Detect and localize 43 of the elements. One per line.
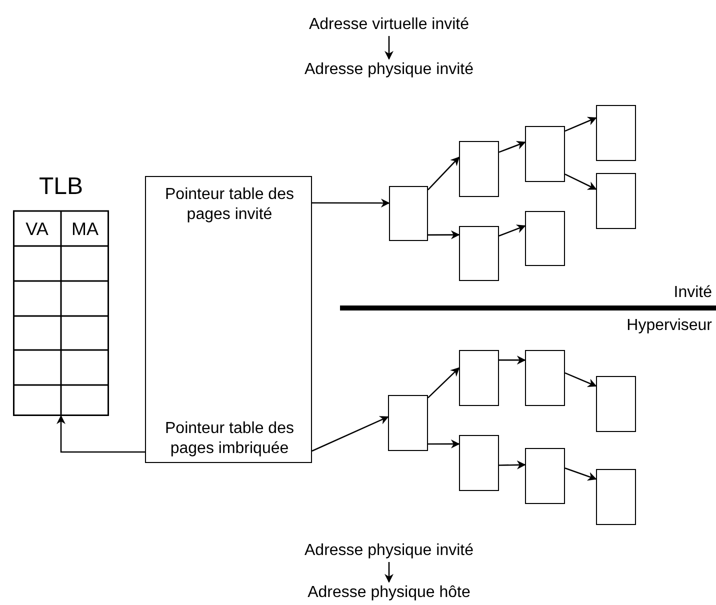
arrow <box>564 468 597 481</box>
page-table-box <box>459 141 499 197</box>
page-table-box <box>459 350 499 406</box>
arrow <box>428 367 460 398</box>
pointer-panel <box>145 176 312 463</box>
arrow <box>564 174 597 190</box>
arrow <box>498 224 526 236</box>
region-label: Invité <box>674 283 712 303</box>
column-header: MA <box>70 218 100 241</box>
page-table-box <box>459 226 499 281</box>
page-table-box <box>596 105 636 161</box>
region-label: Hyperviseur <box>626 316 712 336</box>
arrow <box>384 562 394 583</box>
arrow <box>498 140 526 153</box>
address-label: Adresse physique invité <box>304 60 474 80</box>
arrow <box>312 416 389 452</box>
arrow <box>564 116 597 132</box>
arrow <box>498 460 526 470</box>
arrow <box>499 356 526 365</box>
address-label: Adresse virtuelle invité <box>308 15 470 35</box>
page-table-box <box>525 350 565 406</box>
page-table-box <box>525 126 565 182</box>
page-table-box <box>525 448 565 504</box>
arrow <box>312 198 390 208</box>
arrow <box>56 415 145 453</box>
address-label: Adresse physique hôte <box>308 583 470 603</box>
column-header: VA <box>24 218 50 241</box>
address-label: Adresse physique invité <box>304 541 474 561</box>
page-table-box <box>525 211 565 266</box>
arrow <box>428 156 460 190</box>
page-table-box <box>388 395 428 451</box>
page-table-box <box>596 469 636 525</box>
table-title: TLB <box>38 172 84 202</box>
arrow <box>564 372 597 388</box>
page-table-box <box>459 435 499 491</box>
arrow <box>384 36 394 60</box>
page-table-box <box>389 186 428 241</box>
pointer-label: Pointeur table des pages imbriquée <box>164 419 295 459</box>
page-table-box <box>596 173 636 229</box>
arrow <box>428 230 460 240</box>
arrow <box>428 439 460 448</box>
page-table-box <box>596 376 636 432</box>
pointer-label: Pointeur table des pages invité <box>164 185 295 225</box>
